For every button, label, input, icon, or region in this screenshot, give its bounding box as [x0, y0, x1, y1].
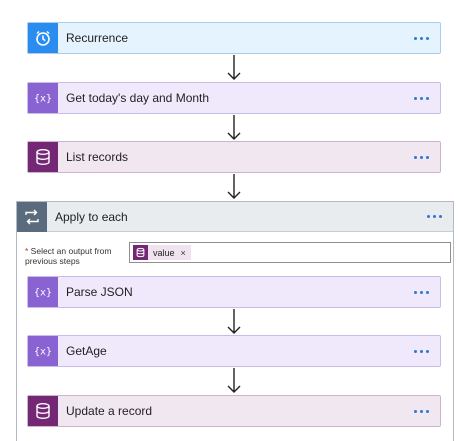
loop-icon: [17, 201, 47, 232]
token-label: value: [153, 247, 175, 258]
alarm-clock-icon: [28, 23, 58, 53]
get-day-month-step[interactable]: {x} Get today's day and Month: [27, 82, 441, 114]
step-title: Get today's day and Month: [66, 91, 210, 105]
more-options-icon[interactable]: [408, 147, 434, 167]
update-record-step[interactable]: Update a record: [27, 395, 441, 427]
remove-token-icon[interactable]: ×: [180, 247, 186, 258]
parse-json-step[interactable]: {x} Parse JSON: [27, 276, 441, 308]
connector-arrow-icon: [227, 309, 241, 334]
variable-braces-icon: {x}: [28, 83, 58, 113]
database-icon: [133, 245, 148, 260]
more-options-icon[interactable]: [408, 282, 434, 302]
get-age-step[interactable]: {x} GetAge: [27, 335, 441, 367]
svg-text:{x}: {x}: [34, 347, 52, 358]
select-output-label: * Select an output from previous steps: [25, 246, 112, 266]
connector-arrow-icon: [227, 115, 241, 140]
more-options-icon[interactable]: [408, 28, 434, 48]
select-output-input[interactable]: value ×: [129, 242, 451, 263]
select-output-field: * Select an output from previous steps v…: [25, 242, 451, 270]
database-icon: [28, 396, 58, 426]
connector-arrow-icon: [227, 174, 241, 199]
variable-braces-icon: {x}: [28, 336, 58, 366]
apply-to-each-header[interactable]: Apply to each: [17, 201, 453, 232]
svg-text:{x}: {x}: [34, 94, 52, 105]
recurrence-step[interactable]: Recurrence: [27, 22, 441, 54]
more-options-icon[interactable]: [408, 341, 434, 361]
step-title: GetAge: [66, 344, 107, 358]
more-options-icon[interactable]: [408, 401, 434, 421]
more-options-icon[interactable]: [421, 215, 447, 218]
step-title: Update a record: [66, 404, 153, 418]
variable-braces-icon: {x}: [28, 277, 58, 307]
step-title: List records: [66, 150, 129, 164]
connector-arrow-icon: [227, 55, 241, 80]
database-icon: [28, 142, 58, 172]
list-records-step[interactable]: List records: [27, 141, 441, 173]
svg-text:{x}: {x}: [34, 288, 52, 299]
more-options-icon[interactable]: [408, 88, 434, 108]
loop-title: Apply to each: [55, 209, 128, 224]
value-token[interactable]: value ×: [133, 245, 191, 260]
connector-arrow-icon: [227, 368, 241, 393]
step-title: Parse JSON: [66, 285, 133, 299]
step-title: Recurrence: [66, 31, 129, 45]
